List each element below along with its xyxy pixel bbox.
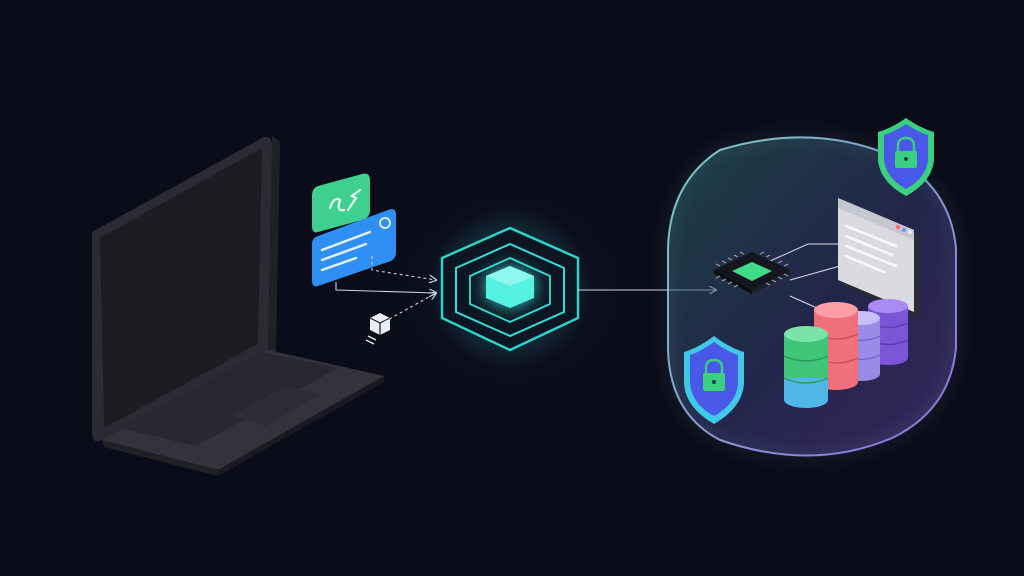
shield-lock-icon bbox=[878, 118, 934, 196]
connector-lines-left bbox=[335, 256, 436, 323]
chat-card-icon bbox=[312, 209, 396, 287]
browser-window-icon bbox=[838, 198, 920, 318]
hexagon-gateway-icon bbox=[428, 206, 592, 370]
package-icon bbox=[365, 313, 391, 345]
chip-icon bbox=[714, 251, 790, 294]
handshake-icon bbox=[312, 173, 370, 233]
shield-lock-icon bbox=[684, 336, 744, 424]
laptop-icon bbox=[92, 136, 384, 476]
database-stack-green bbox=[783, 326, 829, 408]
database-icon bbox=[783, 299, 909, 408]
